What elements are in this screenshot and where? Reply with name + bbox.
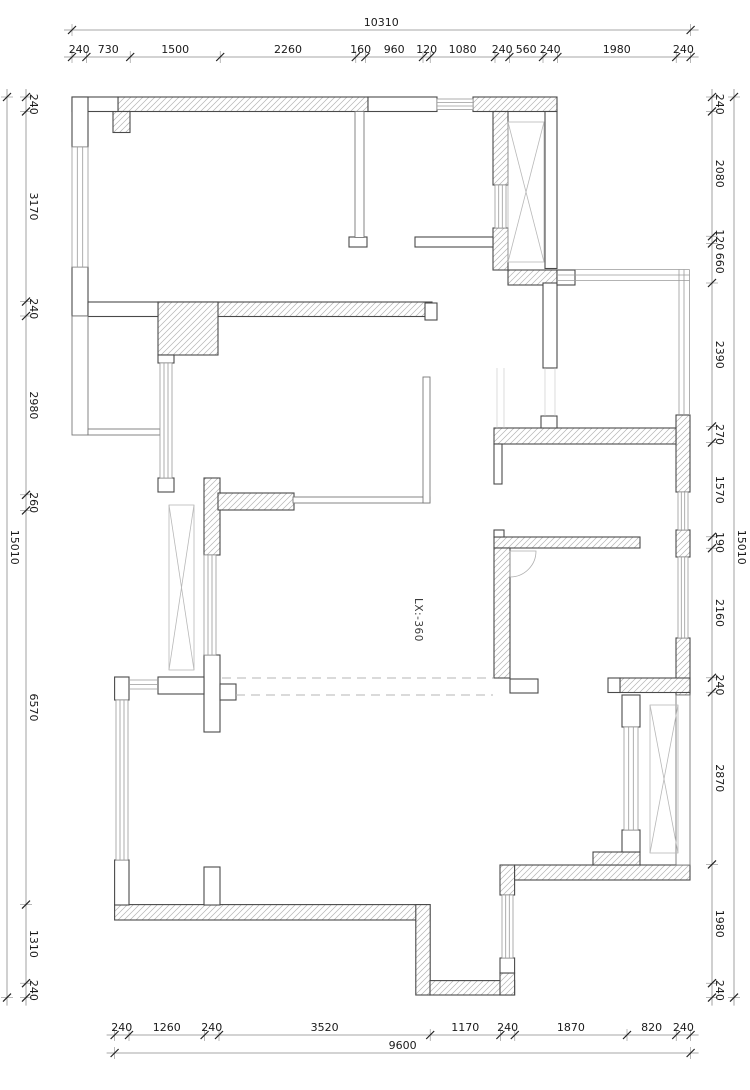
svg-text:15010: 15010 (735, 530, 748, 565)
svg-text:240: 240 (673, 43, 694, 56)
svg-text:240: 240 (492, 43, 513, 56)
svg-text:240: 240 (497, 1021, 518, 1034)
svg-text:1870: 1870 (557, 1021, 585, 1034)
svg-text:1310: 1310 (27, 930, 40, 958)
svg-text:1500: 1500 (161, 43, 189, 56)
svg-text:240: 240 (201, 1021, 222, 1034)
svg-text:120: 120 (713, 229, 726, 250)
svg-text:9600: 9600 (389, 1039, 417, 1052)
windows (71, 98, 690, 959)
svg-text:1980: 1980 (713, 910, 726, 938)
svg-text:1170: 1170 (451, 1021, 479, 1034)
svg-text:260: 260 (27, 492, 40, 513)
svg-text:240: 240 (540, 43, 561, 56)
svg-text:190: 190 (713, 532, 726, 553)
walls-hatched (112, 96, 691, 996)
svg-text:2870: 2870 (713, 764, 726, 792)
walls-plain (71, 96, 691, 974)
dashed-level-lines (222, 677, 493, 696)
svg-text:2260: 2260 (274, 43, 302, 56)
svg-text:160: 160 (350, 43, 371, 56)
svg-text:240: 240 (69, 43, 90, 56)
svg-text:240: 240 (673, 1021, 694, 1034)
svg-text:240: 240 (27, 94, 40, 115)
svg-text:2160: 2160 (713, 599, 726, 627)
svg-text:3520: 3520 (311, 1021, 339, 1034)
svg-text:240: 240 (27, 980, 40, 1001)
level-label: LX:-360 (412, 598, 424, 642)
svg-text:240: 240 (713, 675, 726, 696)
svg-text:1260: 1260 (153, 1021, 181, 1034)
svg-text:1570: 1570 (713, 476, 726, 504)
svg-text:270: 270 (713, 424, 726, 445)
svg-text:560: 560 (516, 43, 537, 56)
svg-text:15010: 15010 (8, 530, 21, 565)
svg-text:10310: 10310 (364, 16, 399, 29)
svg-text:1980: 1980 (603, 43, 631, 56)
svg-text:6570: 6570 (27, 694, 40, 722)
svg-text:240: 240 (713, 980, 726, 1001)
svg-text:240: 240 (713, 94, 726, 115)
svg-text:2980: 2980 (27, 391, 40, 419)
svg-text:240: 240 (27, 298, 40, 319)
door-swing (509, 550, 537, 578)
svg-text:3170: 3170 (27, 193, 40, 221)
shaft-boxes (168, 121, 679, 854)
svg-text:730: 730 (98, 43, 119, 56)
svg-text:660: 660 (713, 253, 726, 274)
svg-text:240: 240 (111, 1021, 132, 1034)
svg-text:2390: 2390 (713, 341, 726, 369)
svg-text:820: 820 (641, 1021, 662, 1034)
svg-text:2080: 2080 (713, 160, 726, 188)
svg-text:960: 960 (384, 43, 405, 56)
svg-text:1080: 1080 (449, 43, 477, 56)
svg-text:120: 120 (416, 43, 437, 56)
